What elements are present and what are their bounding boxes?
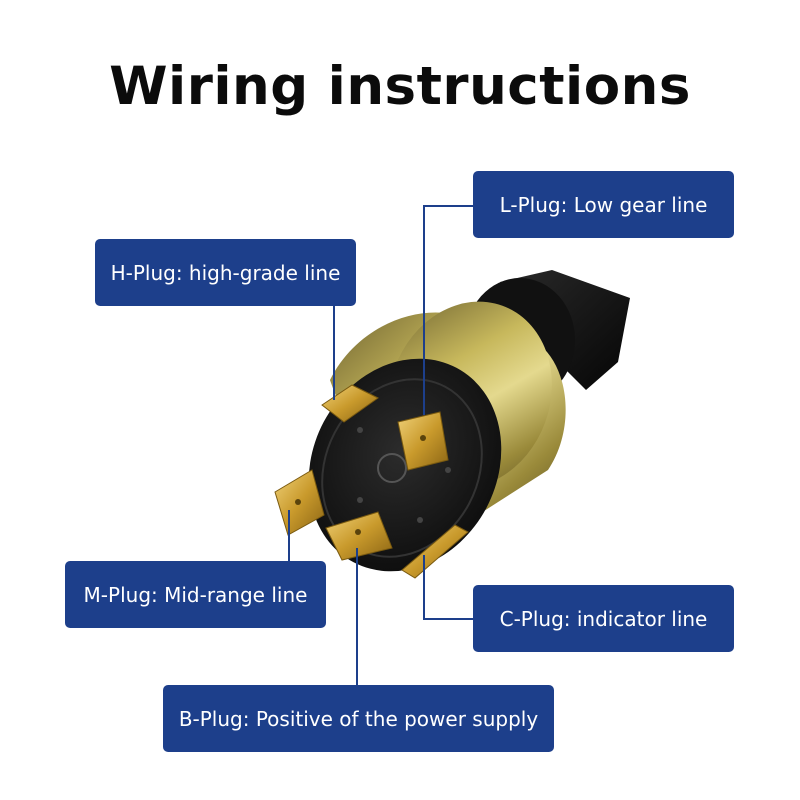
b-plug-label: B-Plug: Positive of the power supply bbox=[163, 685, 554, 752]
c-plug-label: C-Plug: indicator line bbox=[473, 585, 734, 652]
m-plug-label: M-Plug: Mid-range line bbox=[65, 561, 326, 628]
terminal-c bbox=[401, 524, 469, 579]
l-plug-leader-v bbox=[423, 205, 425, 415]
l-plug-label: L-Plug: Low gear line bbox=[473, 171, 734, 238]
terminal-m bbox=[274, 469, 325, 536]
terminal-b bbox=[325, 511, 393, 561]
page-title: Wiring instructions bbox=[109, 56, 691, 117]
terminal-h bbox=[321, 384, 379, 423]
l-plug-leader-h bbox=[423, 205, 475, 207]
b-plug-leader-v bbox=[356, 548, 358, 686]
m-plug-leader-v bbox=[288, 510, 290, 562]
terminal-l bbox=[397, 411, 449, 471]
h-plug-leader-v bbox=[333, 300, 335, 400]
c-plug-leader-v bbox=[423, 555, 425, 620]
c-plug-leader-h bbox=[423, 618, 475, 620]
h-plug-label: H-Plug: high-grade line bbox=[95, 239, 356, 306]
